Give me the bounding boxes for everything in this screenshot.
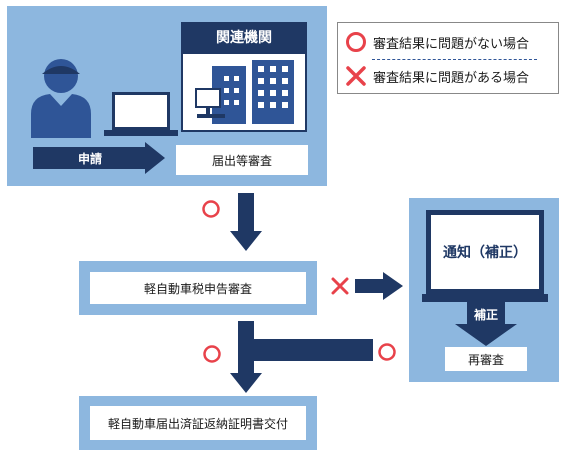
review-box: 届出等審査 — [176, 145, 308, 175]
legend-divider — [372, 59, 537, 60]
circle-ok-icon — [378, 343, 396, 361]
apply-label: 申請 — [77, 151, 102, 166]
circle-ok-icon — [203, 345, 221, 363]
notification-title: 通知（補正） — [443, 245, 527, 261]
cross-ng-icon — [331, 277, 349, 295]
right-arrow-icon — [355, 272, 403, 300]
re-review-box: 再審査 — [445, 347, 527, 371]
cross-ng-icon — [346, 66, 366, 86]
circle-ok-icon — [202, 200, 220, 218]
monitor-icon — [422, 210, 548, 302]
computer-icon — [195, 88, 225, 118]
legend-box — [337, 22, 559, 94]
agency-header: 関連機関 — [181, 22, 307, 52]
down-arrow-icon — [230, 193, 262, 251]
legend-ok-label: 審査結果に問題がない場合 — [373, 36, 530, 52]
apply-arrow-icon — [33, 142, 165, 174]
laptop-icon — [104, 92, 178, 136]
circle-ok-icon — [346, 32, 366, 52]
tax-review-box: 軽自動車税申告審査 — [90, 272, 306, 304]
issue-box: 軽自動車届出済証返納証明書交付 — [90, 406, 306, 440]
person-icon — [31, 59, 91, 138]
return-arrow-icon — [230, 321, 373, 393]
legend-ng-label: 審査結果に問題がある場合 — [373, 70, 530, 86]
agency-title: 関連機関 — [216, 30, 272, 46]
correction-label: 補正 — [473, 307, 498, 322]
correction-arrow-icon — [455, 302, 517, 346]
